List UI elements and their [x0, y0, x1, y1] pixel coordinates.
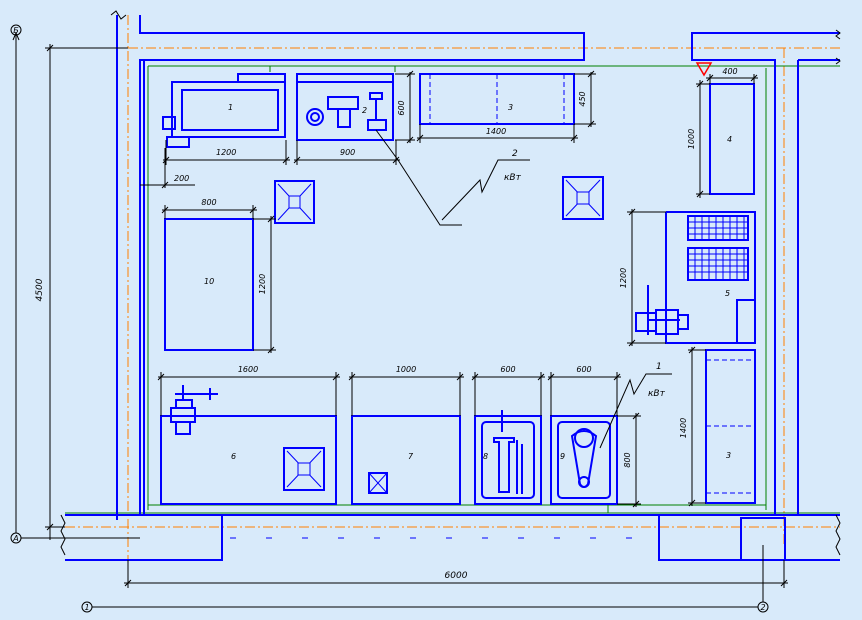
equipment-10[interactable]	[164, 218, 254, 351]
equipment-6[interactable]	[160, 385, 337, 505]
hood-left[interactable]	[274, 180, 315, 224]
equipment-7[interactable]	[351, 415, 461, 505]
power-1-unit: кВт	[504, 173, 522, 183]
power-leader-1	[375, 129, 530, 226]
dim-400-lines	[696, 74, 758, 198]
level-marker	[695, 62, 713, 77]
equipment-8-label: 8	[483, 452, 488, 461]
dim-200: 200	[174, 174, 189, 183]
equipment-4[interactable]	[709, 83, 755, 195]
equipment-8[interactable]	[474, 410, 542, 505]
dim-600-eq8-lines	[471, 372, 545, 416]
equipment-9-label: 9	[560, 452, 565, 461]
power-1-number: 2	[512, 149, 518, 159]
equipment-3-right[interactable]	[705, 349, 756, 504]
dim-600-eq9: 600	[576, 365, 591, 374]
dim-900-lines	[293, 70, 415, 165]
equipment-2[interactable]	[296, 73, 394, 141]
dim-1200-eq1: 1200	[216, 148, 236, 157]
dim-400: 400	[722, 67, 737, 76]
equipment-3-right-label: 3	[726, 451, 731, 460]
equipment-5-grid-bottom	[687, 247, 749, 281]
power-2-number: 1	[656, 362, 662, 372]
equipment-5-grid-top	[687, 215, 749, 241]
equipment-5[interactable]	[635, 211, 756, 344]
dim-1000-eq7-lines	[348, 372, 464, 416]
dim-1000-eq7: 1000	[396, 365, 416, 374]
equipment-1[interactable]	[162, 73, 286, 148]
dim-600-eq9-lines	[547, 372, 641, 508]
dim-450: 450	[578, 91, 587, 106]
dim-1400-eq3b: 1400	[679, 418, 688, 438]
equipment-7-label: 7	[408, 452, 414, 461]
dim-600-eq8: 600	[500, 365, 515, 374]
axis-label-1: 1	[84, 603, 89, 612]
equipment-5-label: 5	[725, 289, 730, 298]
dim-1400-eq3b-lines	[688, 346, 706, 507]
dim-1200-eq5-lines	[627, 208, 666, 347]
equipment-3-top[interactable]	[419, 73, 575, 125]
dim-600-eq2: 600	[397, 100, 406, 115]
hood-equipment-6[interactable]	[283, 447, 325, 491]
dim-1200-eq10: 1200	[258, 274, 267, 294]
equipment-6-label: 6	[231, 452, 236, 461]
axis-label-b: Б	[13, 26, 19, 35]
equipment-9[interactable]	[550, 415, 618, 505]
axis-label-a: А	[12, 534, 18, 543]
dim-800-eq9: 800	[623, 452, 632, 467]
dim-800-eq10: 800	[201, 198, 216, 207]
equipment-4-label: 4	[727, 135, 732, 144]
axis-leaders	[12, 31, 764, 608]
power-2-unit: кВт	[648, 389, 666, 399]
equipment-3-top-label: 3	[508, 103, 513, 112]
dim-1400: 1400	[486, 127, 506, 136]
axis-label-2: 2	[760, 603, 765, 612]
dim-1600-lines	[157, 372, 340, 416]
axis-lines	[65, 15, 840, 580]
dim-1600: 1600	[238, 365, 258, 374]
dim-800-eq10-lines	[161, 205, 276, 354]
power-leader-2	[599, 373, 672, 449]
dim-1400-lines	[416, 70, 596, 143]
dimension-lines	[45, 44, 788, 588]
hood-center[interactable]	[562, 176, 604, 220]
dim-1200-eq1-lines	[140, 140, 290, 189]
dim-1200-eq5: 1200	[619, 268, 628, 288]
dim-900: 900	[340, 148, 355, 157]
dim-height-total: 4500	[35, 278, 45, 301]
equipment-1-label: 1	[228, 103, 233, 112]
dim-1000-eq4: 1000	[687, 129, 696, 149]
equipment-2-label: 2	[362, 106, 367, 115]
walls	[65, 15, 840, 561]
dim-width-total: 6000	[445, 571, 468, 581]
equipment-10-label: 10	[204, 277, 214, 286]
wall-breaks	[60, 10, 841, 556]
